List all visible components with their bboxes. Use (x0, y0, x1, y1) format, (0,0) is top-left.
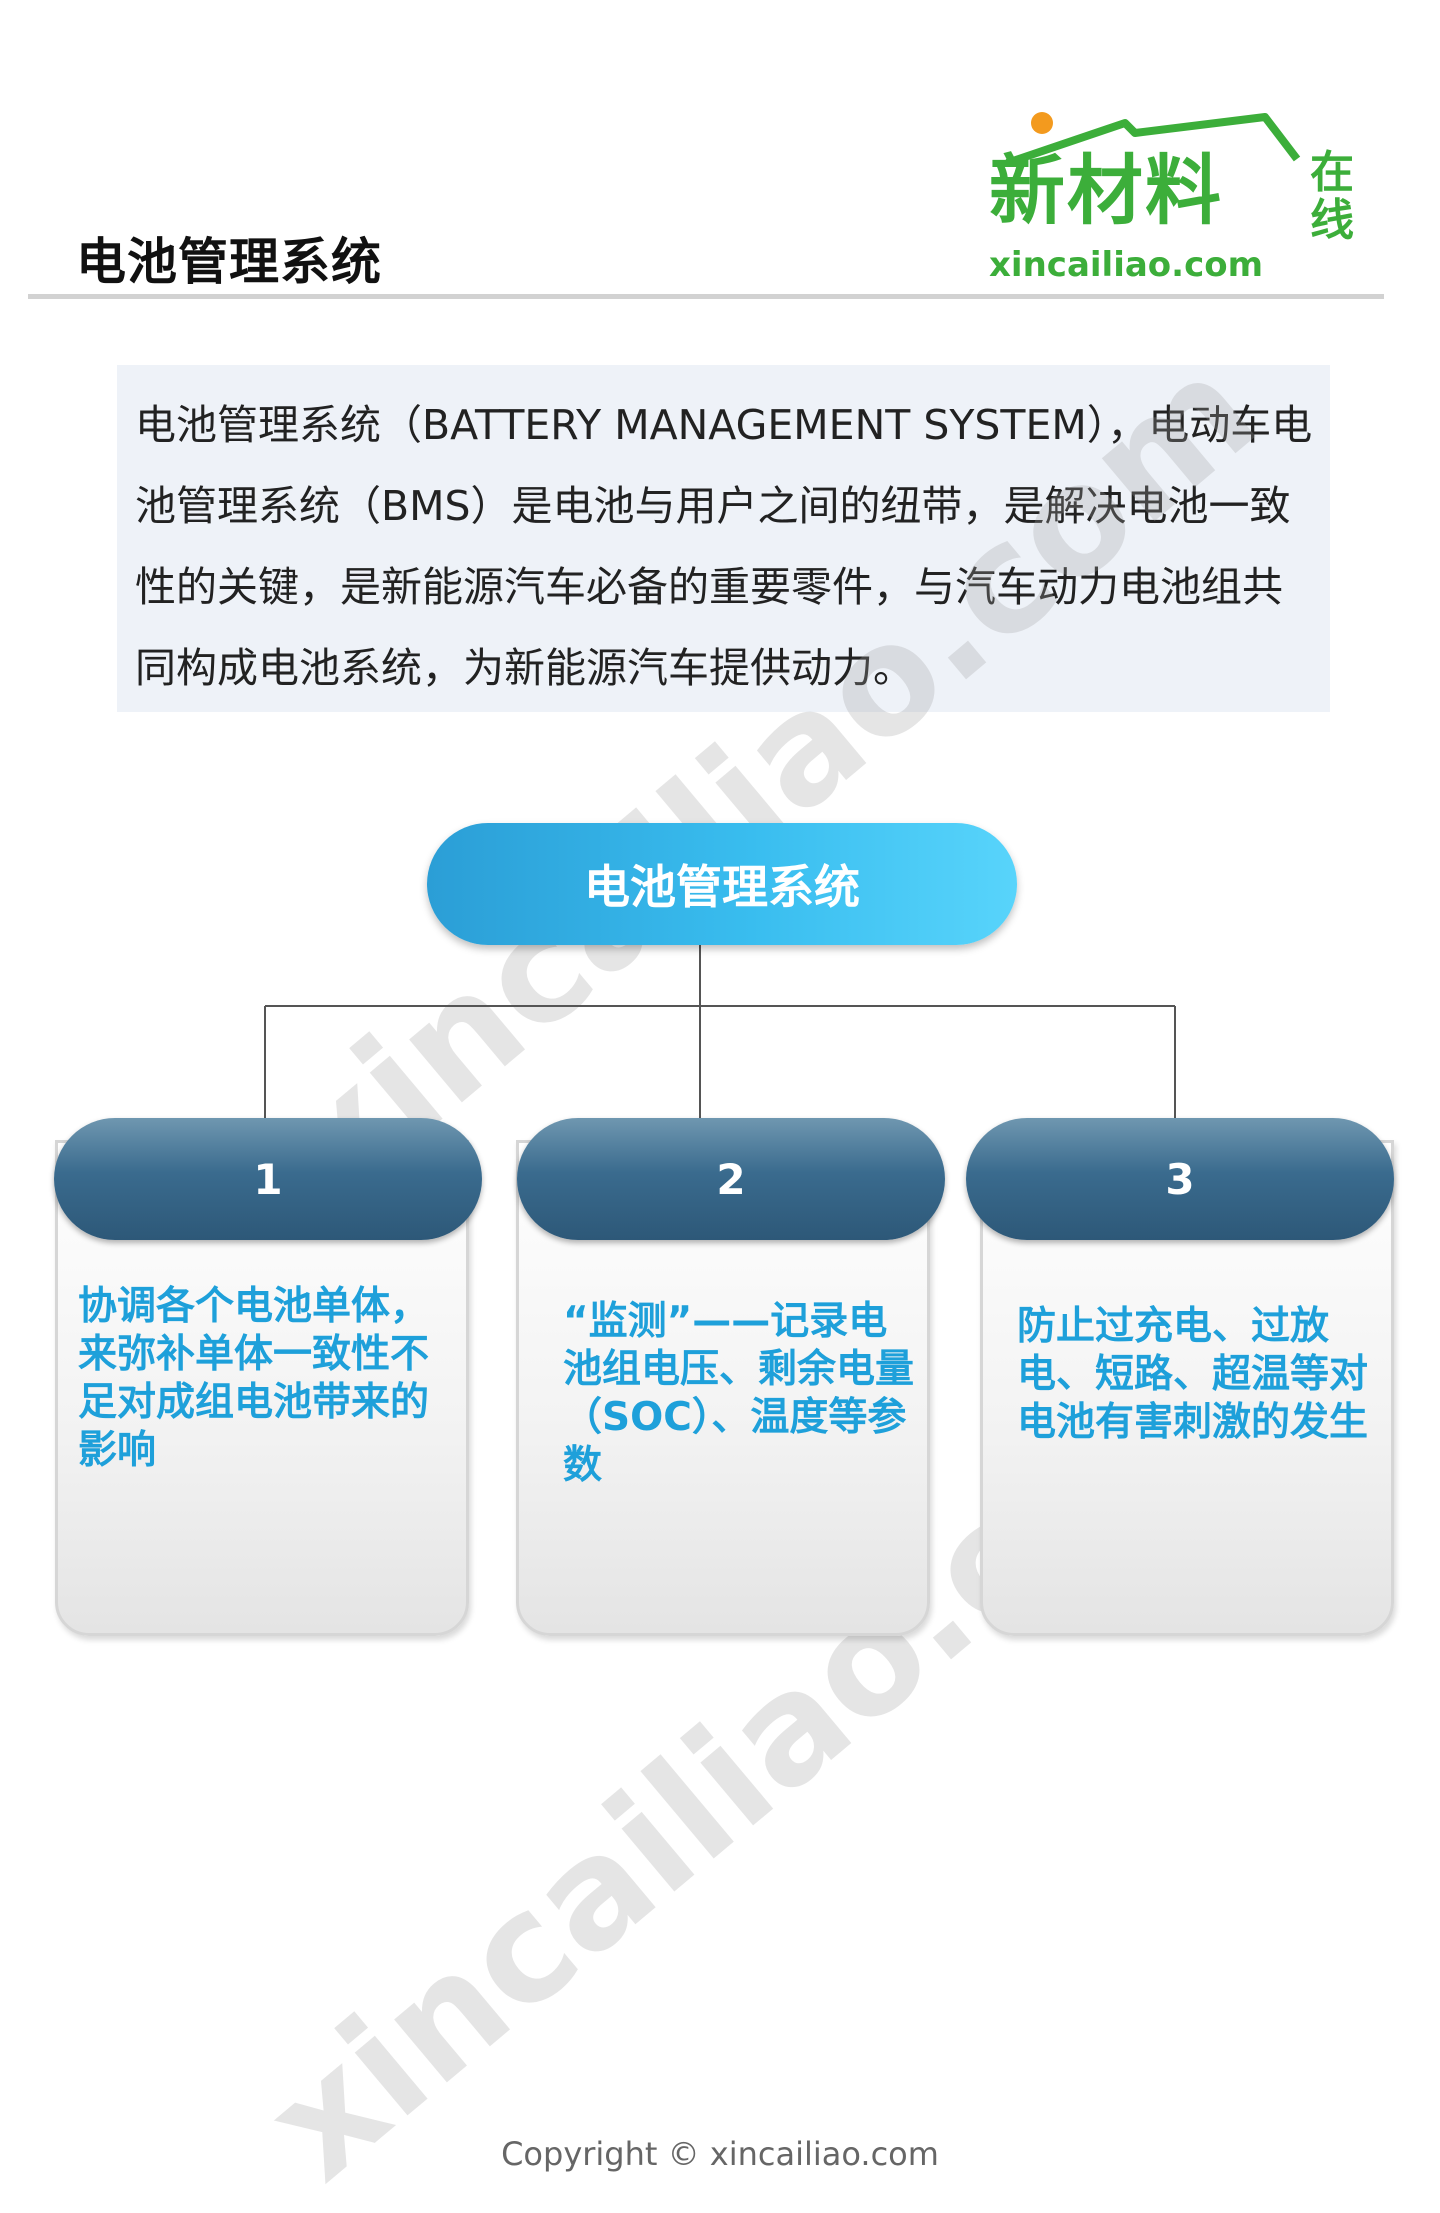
title-divider (28, 294, 1384, 299)
logo-roof-line (1005, 113, 1301, 165)
child-text-3: 防止过充电、过放电、短路、超温等对电池有害刺激的发生 (1017, 1304, 1369, 1445)
child-number-2: 2 (716, 1154, 746, 1204)
page-title: 电池管理系统 (76, 233, 382, 291)
child-number-3: 3 (1165, 1154, 1195, 1204)
logo-side-text: 在线 (1310, 147, 1354, 246)
child-text-2: “监测”——记录电池组电压、剩余电量（SOC）、温度等参数 (563, 1299, 915, 1488)
logo-main-text: 新材料 (989, 146, 1223, 235)
logo-roof-icon (1005, 112, 1301, 165)
logo-dot-icon (1031, 112, 1053, 134)
child-text-1: 协调各个电池单体，来弥补单体一致性不足对成组电池带来的影响 (78, 1284, 430, 1473)
child-header-3: 3 (966, 1118, 1394, 1240)
child-header-1: 1 (54, 1118, 482, 1240)
site-logo[interactable]: 新材料 在线 xincailiao.com (985, 105, 1375, 285)
intro-paragraph: 电池管理系统（BATTERY MANAGEMENT SYSTEM），电动车电池管… (135, 401, 1313, 692)
root-node-label: 电池管理系统 (584, 860, 860, 914)
child-header-2: 2 (517, 1118, 945, 1240)
child-number-1: 1 (253, 1154, 283, 1204)
copyright-footer: Copyright © xincailiao.com (501, 2135, 939, 2173)
logo-url-text: xincailiao.com (989, 245, 1264, 285)
root-node: 电池管理系统 (427, 823, 1017, 945)
intro-box: 电池管理系统（BATTERY MANAGEMENT SYSTEM），电动车电池管… (117, 365, 1330, 712)
